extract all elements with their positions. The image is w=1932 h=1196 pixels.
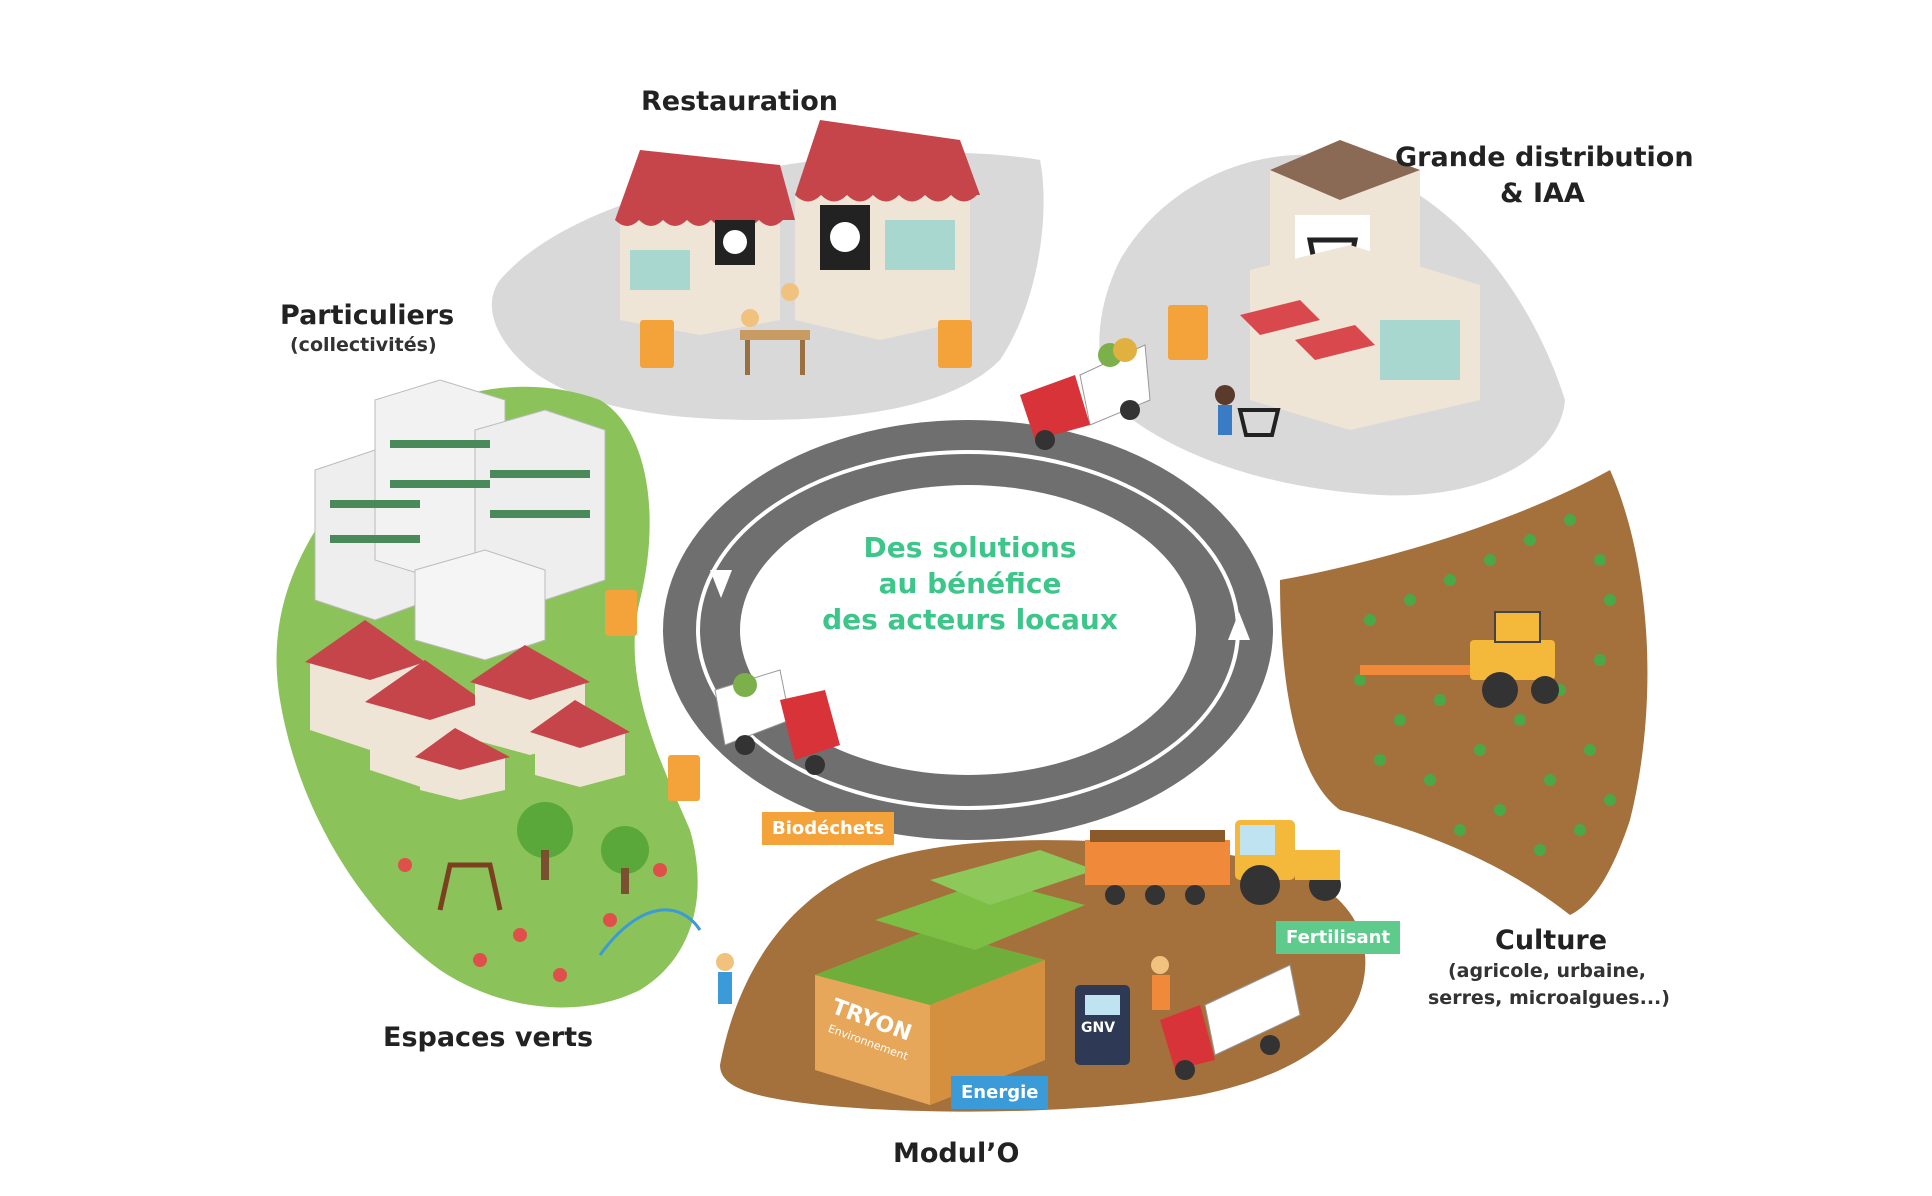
park — [398, 590, 734, 1004]
label-restauration: Restauration — [641, 86, 838, 117]
restaurant-building — [615, 120, 980, 375]
culture-zone — [1280, 470, 1648, 915]
label-culture-sub1: (agricole, urbaine, — [1448, 960, 1646, 982]
tag-energie: Energie — [951, 1076, 1049, 1109]
tractor-culture — [1360, 611, 1559, 708]
label-particuliers-sub: (collectivités) — [290, 334, 437, 356]
gnv-station — [1075, 956, 1170, 1065]
label-gnv: GNV — [1081, 1020, 1116, 1036]
center-line-2: au bénéfice — [878, 567, 1062, 600]
label-culture-sub2: serres, microalgues...) — [1428, 987, 1670, 1009]
center-line-1: Des solutions — [863, 531, 1077, 564]
tag-fertilisant: Fertilisant — [1276, 921, 1401, 954]
modulo-containers — [815, 850, 1095, 1105]
truck-bottom — [714, 669, 840, 775]
label-grande-distribution-iaa: & IAA — [1500, 178, 1585, 209]
crops — [1354, 514, 1616, 856]
label-particuliers: Particuliers — [280, 300, 455, 331]
label-modulo: Modul’O — [893, 1138, 1020, 1169]
label-grande-distribution: Grande distribution — [1395, 142, 1694, 173]
label-culture: Culture — [1495, 925, 1608, 956]
center-line-3: des acteurs locaux — [822, 603, 1118, 636]
center-message: Des solutions au bénéfice des acteurs lo… — [760, 530, 1180, 638]
tag-biodechets: Biodéchets — [762, 812, 895, 845]
truck-top — [1020, 338, 1151, 450]
supermarket-building — [1168, 140, 1480, 437]
tractor-modulo — [1085, 820, 1341, 905]
label-espaces-verts: Espaces verts — [383, 1022, 594, 1053]
houses — [305, 620, 630, 800]
truck-modulo — [1160, 964, 1301, 1080]
apartment-buildings — [314, 379, 606, 661]
